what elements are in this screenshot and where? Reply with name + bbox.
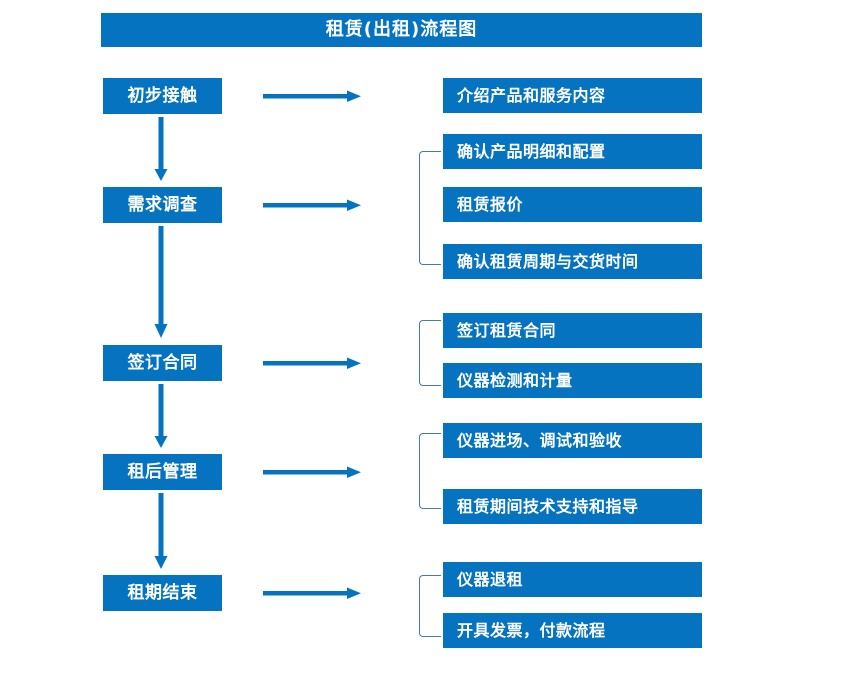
arrow-down-icon-4 bbox=[154, 493, 168, 569]
stage-node-1[interactable]: 初步接触 bbox=[103, 78, 222, 114]
stage-node-5[interactable]: 租期结束 bbox=[103, 575, 222, 611]
detail-node-2[interactable]: 确认产品明细和配置 bbox=[443, 134, 702, 169]
arrow-right-icon-1 bbox=[263, 90, 361, 102]
stage-node-4[interactable]: 租后管理 bbox=[103, 454, 222, 490]
detail-label-2: 确认产品明细和配置 bbox=[457, 141, 606, 161]
detail-node-3[interactable]: 租赁报价 bbox=[443, 187, 702, 222]
detail-label-5: 签订租赁合同 bbox=[457, 320, 557, 340]
stage-node-3[interactable]: 签订合同 bbox=[103, 345, 222, 381]
arrow-down-icon-3 bbox=[154, 384, 168, 448]
stage-label-4: 租后管理 bbox=[127, 461, 198, 482]
arrow-right-icon-5 bbox=[263, 587, 361, 599]
detail-node-10[interactable]: 开具发票，付款流程 bbox=[443, 613, 702, 648]
detail-node-4[interactable]: 确认租赁周期与交货时间 bbox=[443, 244, 702, 279]
arrow-right-icon-2 bbox=[263, 199, 361, 211]
detail-label-7: 仪器进场、调试和验收 bbox=[457, 430, 623, 450]
detail-label-9: 仪器退租 bbox=[457, 569, 524, 589]
detail-node-8[interactable]: 租赁期间技术支持和指导 bbox=[443, 489, 702, 524]
flowchart-title: 租赁(出租)流程图 bbox=[101, 13, 702, 47]
detail-label-6: 仪器检测和计量 bbox=[457, 370, 573, 390]
detail-label-1: 介绍产品和服务内容 bbox=[457, 85, 606, 105]
arrow-down-icon-2 bbox=[154, 226, 168, 338]
arrow-down-icon-1 bbox=[154, 117, 168, 181]
group-bracket-2 bbox=[419, 320, 441, 386]
stage-label-1: 初步接触 bbox=[127, 85, 198, 106]
detail-label-4: 确认租赁周期与交货时间 bbox=[457, 251, 639, 271]
arrow-right-icon-3 bbox=[263, 357, 361, 369]
stage-node-2[interactable]: 需求调查 bbox=[103, 187, 222, 223]
detail-label-10: 开具发票，付款流程 bbox=[457, 620, 606, 640]
group-bracket-3 bbox=[419, 433, 441, 509]
group-bracket-1 bbox=[419, 151, 441, 265]
detail-label-3: 租赁报价 bbox=[457, 194, 524, 214]
stage-label-3: 签订合同 bbox=[127, 352, 198, 373]
arrow-right-icon-4 bbox=[263, 466, 361, 478]
detail-node-7[interactable]: 仪器进场、调试和验收 bbox=[443, 423, 702, 458]
detail-node-5[interactable]: 签订租赁合同 bbox=[443, 313, 702, 348]
detail-node-6[interactable]: 仪器检测和计量 bbox=[443, 363, 702, 398]
stage-label-2: 需求调查 bbox=[127, 194, 198, 215]
detail-node-1[interactable]: 介绍产品和服务内容 bbox=[443, 78, 702, 113]
detail-node-9[interactable]: 仪器退租 bbox=[443, 562, 702, 597]
group-bracket-4 bbox=[419, 575, 441, 637]
stage-label-5: 租期结束 bbox=[127, 582, 198, 603]
detail-label-8: 租赁期间技术支持和指导 bbox=[457, 496, 639, 516]
